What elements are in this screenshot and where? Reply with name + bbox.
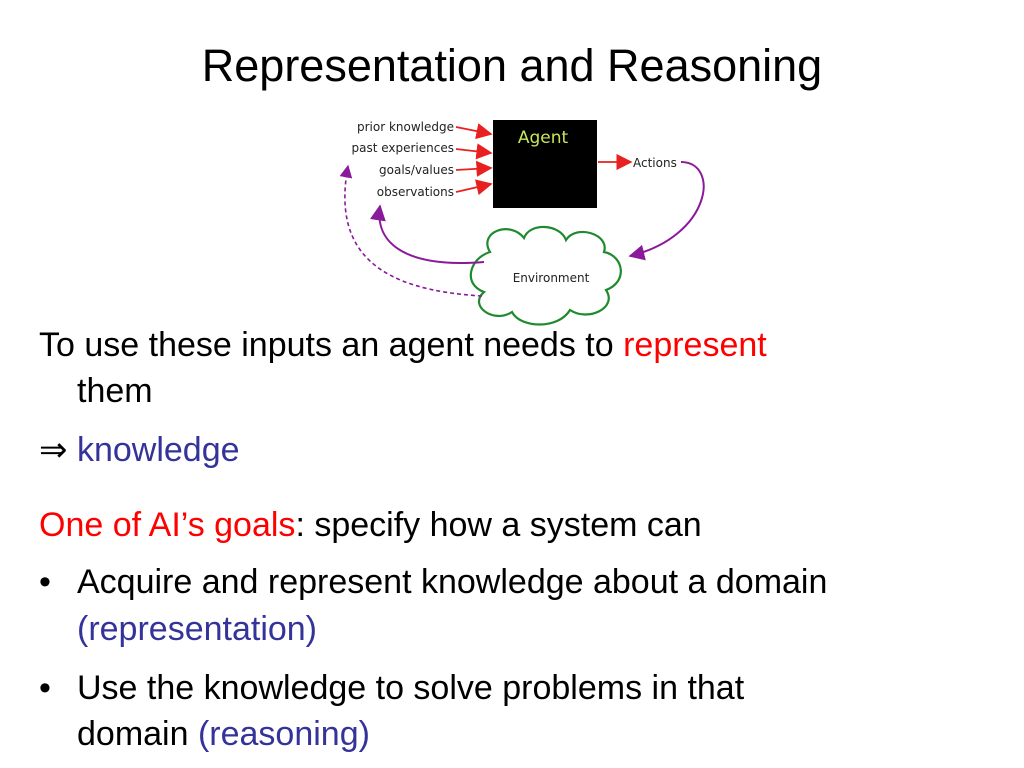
actions-label: Actions (633, 156, 677, 170)
input-arrow (455, 123, 493, 140)
agent-label: Agent (518, 128, 569, 148)
environment-to-past-experiences-arrow (339, 164, 483, 297)
implies-arrow-symbol: ⇒ (39, 431, 68, 469)
slide-title: Representation and Reasoning (201, 40, 823, 91)
bullet-1-text: Acquire and represent knowledge about a … (77, 563, 828, 601)
environment-to-observations-arrow (369, 204, 485, 264)
input-arrow (455, 179, 493, 196)
bullet-2-line-2: domain (reasoning) (77, 714, 370, 754)
domain-text: domain (77, 715, 198, 753)
input-observations-label: observations (377, 185, 454, 199)
environment-label: Environment (513, 271, 590, 285)
environment-cloud (469, 225, 622, 326)
reasoning-text: (reasoning) (197, 715, 370, 753)
represent-highlight: represent (623, 326, 767, 364)
bullet-2-text: Use the knowledge to solve problems in t… (77, 669, 745, 707)
ai-goals-highlight: One of AI’s goals (39, 506, 296, 544)
input-prior-knowledge-label: prior knowledge (357, 120, 454, 134)
knowledge-text: knowledge (76, 431, 240, 469)
implies-line: ⇒ knowledge (39, 430, 240, 470)
input-arrow (455, 160, 493, 177)
input-past-experiences-label: past experiences (351, 141, 454, 155)
input-goals-values-label: goals/values (379, 163, 454, 177)
bullet-2-marker: • (39, 669, 51, 707)
representation-text: (representation) (77, 610, 318, 648)
agent-box (493, 120, 597, 208)
goals-line: One of AI’s goals: specify how a system … (39, 505, 702, 545)
them-text: them (77, 372, 153, 410)
inputs-text: To use these inputs an agent needs to (39, 326, 624, 364)
body-line-1: To use these inputs an agent needs to re… (39, 325, 767, 365)
goals-rest-text: : specify how a system can (295, 506, 702, 544)
input-arrow (455, 143, 493, 160)
actions-to-environment-arrow (628, 161, 705, 261)
bullet-1-marker: • (39, 563, 51, 601)
